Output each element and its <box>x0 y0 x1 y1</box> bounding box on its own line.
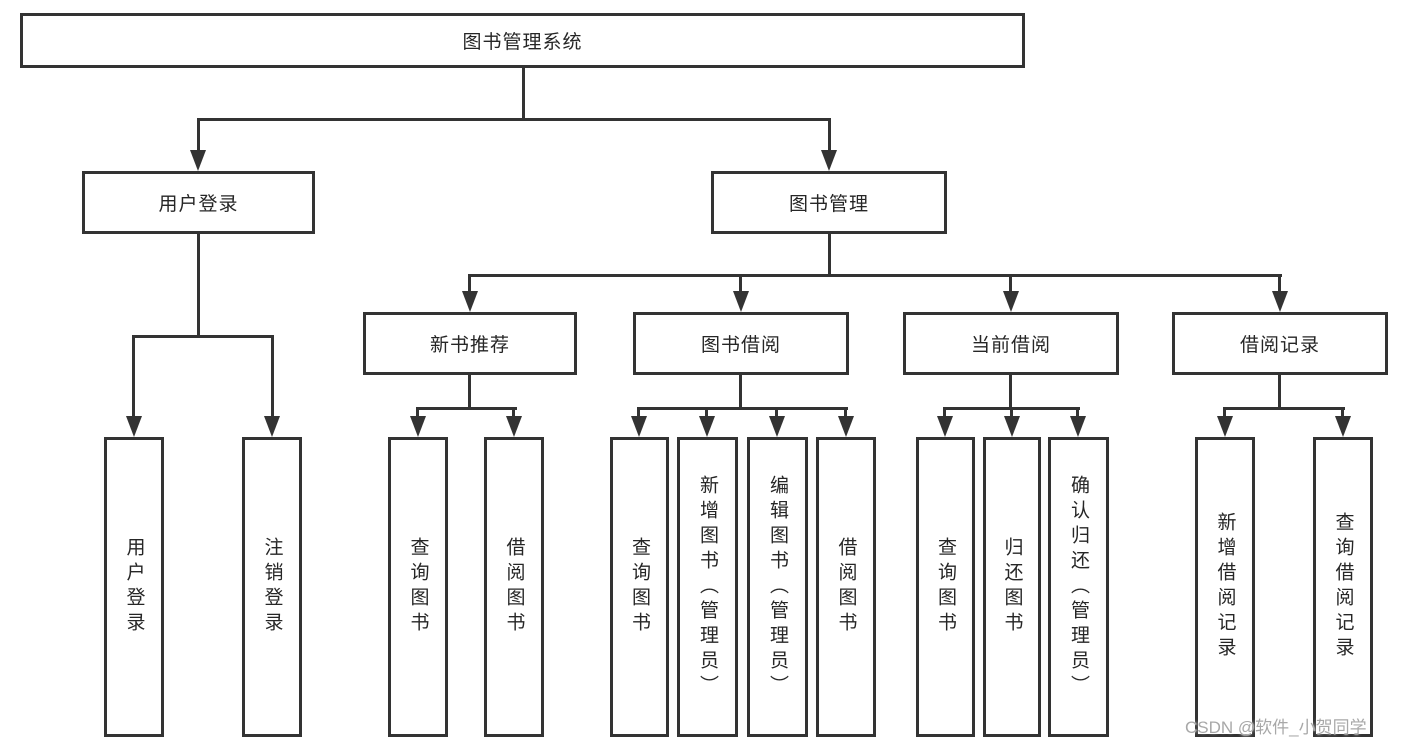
connector-line <box>637 407 640 419</box>
arrow-down-icon <box>264 416 280 437</box>
arrow-down-icon <box>1272 291 1288 312</box>
leaf-confirm-return-admin: 确认归还（管理员） <box>1048 437 1109 737</box>
connector-line <box>1009 274 1012 294</box>
arrow-down-icon <box>1003 291 1019 312</box>
connector-line <box>197 234 200 338</box>
arrow-down-icon <box>733 291 749 312</box>
node-current-borrowing: 当前借阅 <box>903 312 1119 375</box>
arrow-down-icon <box>506 416 522 437</box>
node-book-management: 图书管理 <box>711 171 947 234</box>
node-label: 当前借阅 <box>970 335 1051 356</box>
connector-line <box>197 118 831 121</box>
connector-line <box>1278 274 1281 294</box>
arrow-down-icon <box>126 416 142 437</box>
connector-line <box>828 118 831 152</box>
leaf-label: 注销登录 <box>261 537 283 637</box>
leaf-borrow-books: 借阅图书 <box>816 437 876 737</box>
leaf-label: 新增图书（管理员） <box>697 474 718 700</box>
node-label: 借阅记录 <box>1239 335 1320 356</box>
leaf-add-books-admin: 新增图书（管理员） <box>677 437 738 737</box>
leaf-logout: 注销登录 <box>242 437 302 737</box>
connector-line <box>943 407 946 419</box>
connector-line <box>844 407 847 419</box>
leaf-query-borrow-record: 查询借阅记录 <box>1313 437 1373 737</box>
connector-line <box>739 274 742 294</box>
leaf-label: 借阅图书 <box>503 537 525 637</box>
leaf-return-books: 归还图书 <box>983 437 1041 737</box>
leaf-label: 借阅图书 <box>835 537 857 637</box>
connector-line <box>1009 375 1012 410</box>
connector-line <box>1076 407 1079 419</box>
connector-line <box>705 407 708 419</box>
arrow-down-icon <box>769 416 785 437</box>
connector-line <box>637 407 848 410</box>
connector-line <box>1223 407 1226 419</box>
leaf-add-borrow-record: 新增借阅记录 <box>1195 437 1255 737</box>
arrow-down-icon <box>410 416 426 437</box>
connector-line <box>739 375 742 410</box>
connector-line <box>416 407 419 419</box>
node-label: 图书管理 <box>788 194 869 215</box>
connector-line <box>468 274 1282 277</box>
connector-line <box>1278 375 1281 410</box>
arrow-down-icon <box>699 416 715 437</box>
leaf-label: 查询图书 <box>629 537 650 637</box>
node-book-borrowing: 图书借阅 <box>633 312 849 375</box>
leaf-user-login: 用户登录 <box>104 437 164 737</box>
connector-line <box>1223 407 1345 410</box>
connector-line <box>132 335 135 418</box>
node-new-book-recommendation: 新书推荐 <box>363 312 577 375</box>
leaf-label: 新增借阅记录 <box>1214 512 1236 662</box>
arrow-down-icon <box>190 150 206 171</box>
arrow-down-icon <box>1217 416 1233 437</box>
leaf-borrow-books: 借阅图书 <box>484 437 544 737</box>
node-label: 图书借阅 <box>700 335 781 356</box>
arrow-down-icon <box>937 416 953 437</box>
connector-line <box>522 68 525 119</box>
node-borrowing-records: 借阅记录 <box>1172 312 1388 375</box>
leaf-label: 确认归还（管理员） <box>1068 474 1089 700</box>
leaf-label: 用户登录 <box>123 537 145 637</box>
connector-line <box>416 407 517 410</box>
arrow-down-icon <box>631 416 647 437</box>
node-label: 新书推荐 <box>429 335 510 356</box>
connector-line <box>468 375 471 410</box>
connector-line <box>775 407 778 419</box>
watermark: CSDN @软件_小贺同学 <box>1185 718 1367 737</box>
leaf-label: 查询图书 <box>935 537 956 637</box>
arrow-down-icon <box>838 416 854 437</box>
connector-line <box>512 407 515 419</box>
node-label: 图书管理系统 <box>462 32 583 53</box>
connector-line <box>271 335 274 418</box>
arrow-down-icon <box>462 291 478 312</box>
connector-line <box>1010 407 1013 419</box>
node-label: 用户登录 <box>158 194 239 215</box>
connector-line <box>468 274 471 294</box>
leaf-label: 编辑图书（管理员） <box>767 474 788 700</box>
leaf-edit-books-admin: 编辑图书（管理员） <box>747 437 808 737</box>
leaf-query-books: 查询图书 <box>610 437 669 737</box>
leaf-label: 查询借阅记录 <box>1332 512 1354 662</box>
leaf-query-books: 查询图书 <box>916 437 975 737</box>
node-user-login: 用户登录 <box>82 171 315 234</box>
connector-line <box>828 234 831 277</box>
arrow-down-icon <box>1335 416 1351 437</box>
leaf-label: 归还图书 <box>1001 537 1023 637</box>
node-library-system: 图书管理系统 <box>20 13 1025 68</box>
connector-line <box>197 118 200 152</box>
arrow-down-icon <box>821 150 837 171</box>
connector-line <box>1341 407 1344 419</box>
leaf-label: 查询图书 <box>407 537 429 637</box>
arrow-down-icon <box>1070 416 1086 437</box>
arrow-down-icon <box>1004 416 1020 437</box>
leaf-query-books: 查询图书 <box>388 437 448 737</box>
connector-line <box>132 335 274 338</box>
